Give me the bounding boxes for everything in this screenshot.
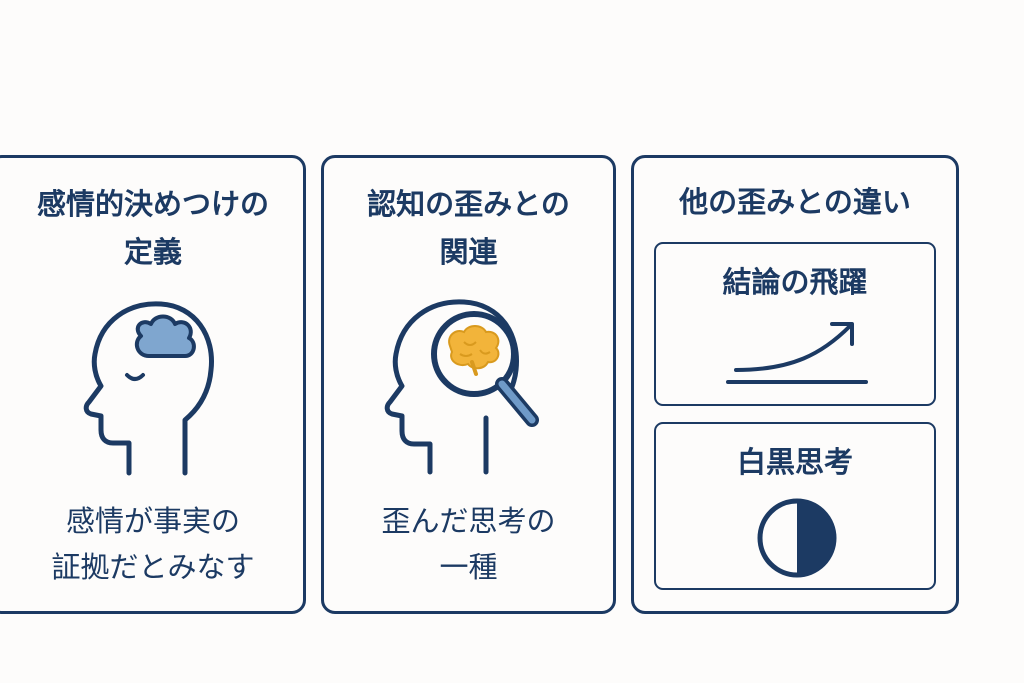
- definition-title: 感情的決めつけの 定義: [36, 187, 269, 269]
- head-with-magnifier-icon: [384, 299, 539, 475]
- cognitive-distortion-card: 認知の歪みとの 関連 歪んだ思考の 一種: [321, 155, 616, 614]
- black-and-white-thinking-title: 白黒思考: [736, 445, 853, 479]
- cognitive-distortion-caption: 歪んだ思考の 一種: [381, 504, 556, 584]
- jumping-to-conclusions-subcard: 結論の飛躍: [654, 242, 936, 406]
- cognitive-distortion-title: 認知の歪みとの 関連: [367, 187, 570, 269]
- half-circle-icon: [757, 498, 837, 578]
- jumping-to-conclusions-title: 結論の飛躍: [722, 265, 868, 299]
- rising-arrow-icon: [726, 322, 868, 384]
- definition-card: 感情的決めつけの 定義 感情が事実の 証拠だとみなす: [0, 155, 306, 614]
- head-with-cloud-icon: [83, 301, 214, 476]
- differences-card: 他の歪みとの違い 結論の飛躍 白黒思考: [631, 155, 959, 614]
- differences-title: 他の歪みとの違い: [679, 185, 911, 219]
- definition-caption: 感情が事実の 証拠だとみなす: [51, 504, 255, 584]
- black-and-white-thinking-subcard: 白黒思考: [654, 422, 936, 590]
